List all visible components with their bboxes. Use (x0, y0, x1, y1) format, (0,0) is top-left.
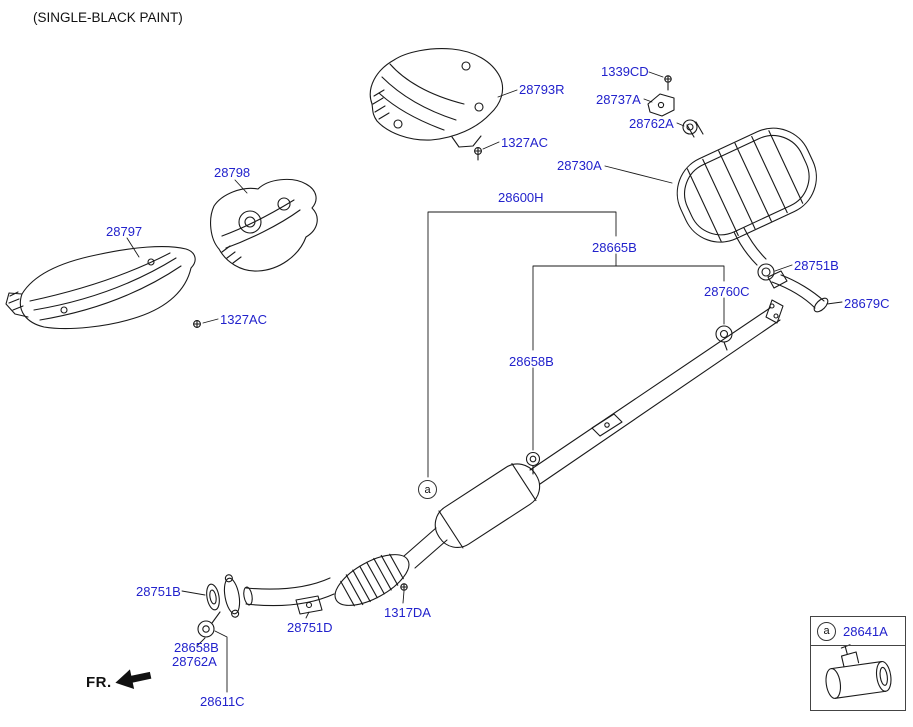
part-label-28658b-mid[interactable]: 28658B (509, 354, 554, 369)
tailpipe-28679c-art (767, 270, 829, 313)
part-label-28751b-left[interactable]: 28751B (136, 584, 181, 599)
part-label-28611c[interactable]: 28611C (200, 694, 245, 709)
part-label-28760c[interactable]: 28760C (704, 284, 750, 299)
heat-shield-28798-art (210, 178, 318, 272)
part-label-28665b[interactable]: 28665B (592, 240, 637, 255)
part-label-28730a[interactable]: 28730A (557, 158, 602, 173)
part-label-28737a[interactable]: 28737A (596, 92, 641, 107)
gasket-28751b-right-art (757, 263, 775, 281)
legend-marker-a: a (817, 621, 836, 641)
bracket-28751d-art (295, 595, 323, 615)
part-label-28762a-rear[interactable]: 28762A (629, 116, 674, 131)
part-label-28751b-right[interactable]: 28751B (794, 258, 839, 273)
heat-shield-28797-art (5, 246, 196, 330)
part-label-28679c[interactable]: 28679C (844, 296, 890, 311)
part-label-28797[interactable]: 28797 (106, 224, 143, 239)
part-label-28751d[interactable]: 28751D (287, 620, 333, 635)
bolt-1339cd-icon (664, 75, 672, 91)
part-label-1317da[interactable]: 1317DA (384, 605, 431, 620)
rear-muffler-28730a-art (647, 93, 817, 266)
fr-label: FR. (86, 674, 112, 691)
part-label-28600h[interactable]: 28600H (498, 190, 544, 205)
part-label-1327ac-top[interactable]: 1327AC (501, 135, 548, 150)
heat-shield-28793r-art (369, 48, 504, 148)
part-label-1327ac-left[interactable]: 1327AC (220, 312, 267, 327)
legend-clamp-28641a-art (825, 644, 892, 699)
part-label-28658b-front[interactable]: 28658B (174, 640, 219, 655)
hanger-28658b-front-art (197, 611, 221, 638)
part-label-1339cd[interactable]: 1339CD (601, 64, 649, 79)
bolt-1317da-icon (400, 583, 408, 591)
part-label-28798[interactable]: 28798 (214, 165, 251, 180)
paint-note: (SINGLE-BLACK PAINT) (33, 10, 183, 25)
bolt-1327ac-left-icon (193, 320, 201, 328)
bolt-1327ac-top-icon (474, 147, 482, 161)
center-muffler-assembly-art (403, 299, 784, 569)
hanger-28760c-art (715, 325, 733, 351)
catalyst-flex-art (243, 553, 410, 607)
gasket-28751b-left-art (206, 583, 220, 611)
legend-header: a 28641A (811, 617, 905, 646)
part-label-28641a[interactable]: 28641A (843, 623, 888, 639)
part-label-28793r[interactable]: 28793R (519, 82, 565, 97)
front-flange-art (206, 574, 241, 618)
legend-box: a 28641A (810, 616, 906, 711)
hanger-28658b-mid-art (525, 451, 541, 475)
leader-lines (126, 71, 843, 693)
fr-direction-arrow-icon (115, 669, 152, 689)
callout-marker-a: a (418, 480, 437, 499)
part-label-28762a-front[interactable]: 28762A (172, 654, 217, 669)
